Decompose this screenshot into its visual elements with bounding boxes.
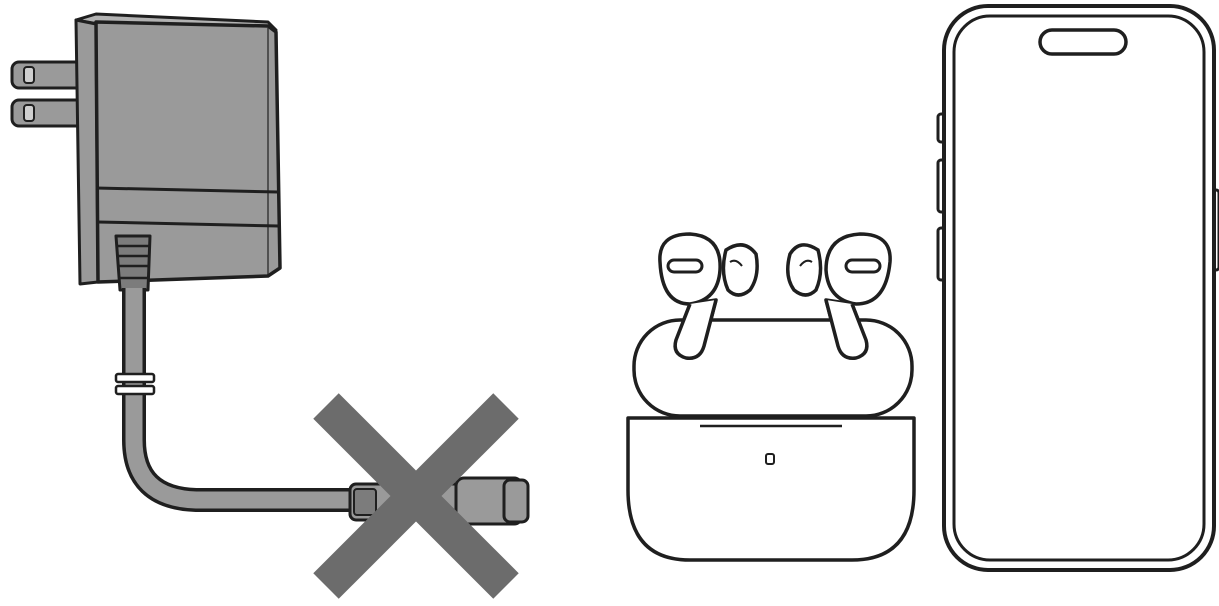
case-lid — [634, 318, 912, 416]
power-adapter-group — [12, 14, 528, 586]
dynamic-island-icon — [1040, 30, 1126, 54]
airpods-group — [628, 234, 914, 560]
plug-prongs — [12, 62, 86, 126]
adapter-body — [76, 14, 280, 284]
strain-relief — [116, 236, 150, 290]
case-status-light — [766, 454, 774, 464]
adapter-cable — [116, 288, 354, 500]
case-body — [628, 418, 914, 560]
iphone-group — [938, 6, 1219, 570]
phone-screen — [954, 16, 1204, 560]
